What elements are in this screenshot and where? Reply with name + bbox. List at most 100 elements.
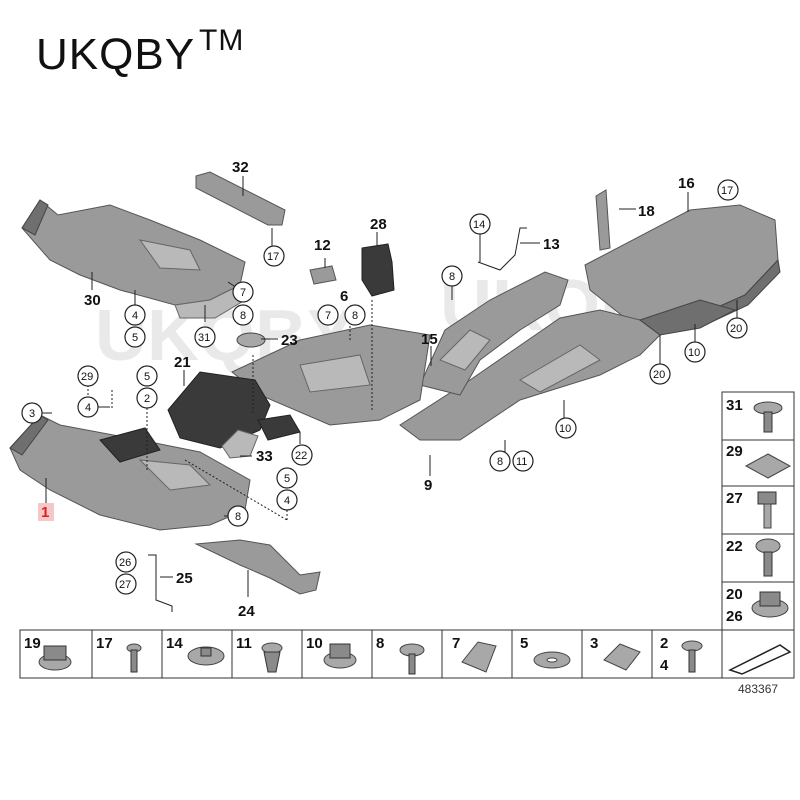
callout-1-highlight: [38, 503, 54, 521]
callout-2-a: 2: [144, 393, 150, 405]
brand-name: UKQBY: [36, 30, 196, 79]
part-23-grommet: [236, 332, 266, 348]
nut-20-icon: [751, 591, 789, 618]
bottom-legend-17: 17: [96, 635, 113, 652]
bottom-legend-2: 2: [660, 635, 668, 652]
rivet-22-icon: [755, 538, 781, 577]
part-32-strip: [195, 171, 286, 226]
side-legend-22: 22: [726, 538, 743, 555]
callout-8-e: 8: [497, 456, 503, 468]
stud-8-icon: [399, 643, 425, 675]
callout-8-a: 8: [449, 271, 455, 283]
side-legend-20: 20: [726, 586, 743, 603]
callout-5-b: 5: [144, 371, 150, 383]
clip-3-icon: [603, 643, 641, 671]
trademark-mark: TM: [199, 24, 245, 57]
callout-25: 25: [176, 570, 193, 587]
callout-9: 9: [424, 477, 432, 494]
clip-11-icon: [261, 642, 283, 673]
callout-3-a: 3: [29, 408, 35, 420]
part-18-bracket: [595, 189, 611, 251]
direction-arrow-icon: [728, 644, 792, 675]
callout-8-d: 8: [235, 511, 241, 523]
washer-14-icon: [187, 646, 225, 666]
callout-16: 16: [678, 175, 695, 192]
clip-7-icon: [461, 641, 497, 673]
bottom-legend-8: 8: [376, 635, 384, 652]
callout-23: 23: [281, 332, 298, 349]
bottom-legend-7: 7: [452, 635, 460, 652]
part-28-block: [361, 243, 395, 297]
callout-33: 33: [256, 448, 273, 465]
clip-31-icon: [753, 401, 783, 433]
callout-4-b: 4: [85, 402, 91, 414]
washer-5-icon: [533, 651, 571, 669]
callout-5-c: 5: [284, 473, 290, 485]
screw-2-icon: [681, 640, 703, 673]
callout-11-a: 11: [516, 456, 527, 468]
callout-10-b: 10: [559, 423, 571, 435]
callout-7-b: 7: [325, 310, 331, 322]
bottom-legend-14: 14: [166, 635, 183, 652]
callout-14-a: 14: [473, 219, 485, 231]
side-legend: 31 29 27 22 20 26: [721, 391, 795, 679]
callout-17-a: 17: [721, 185, 733, 197]
callout-17-b: 17: [267, 251, 279, 263]
callout-26-a: 26: [119, 557, 131, 569]
callout-31-a: 31: [198, 332, 210, 344]
side-legend-31: 31: [726, 397, 743, 414]
part-30-shield: [21, 199, 246, 319]
callout-labels: 32 16 17 18 14 13 28 12 30 17 8 7 4 8 5 …: [21, 159, 748, 620]
callout-20-a: 20: [730, 323, 742, 335]
part-25-bracket: [148, 554, 173, 612]
reference-number: 483367: [738, 682, 779, 696]
nut-19-icon: [38, 645, 72, 671]
side-legend-27: 27: [726, 490, 743, 507]
nut-10-icon: [323, 643, 357, 669]
clip-29-icon: [744, 453, 792, 479]
callout-1: 1: [41, 504, 49, 521]
callout-32: 32: [232, 159, 249, 176]
part-33-bracket: [221, 429, 259, 459]
bottom-legend-10: 10: [306, 635, 323, 652]
bottom-legend-4: 4: [660, 657, 669, 674]
bottom-legend-11: 11: [236, 635, 252, 652]
callout-27-a: 27: [119, 579, 131, 591]
part-6-center-panel: [231, 324, 431, 426]
part-15-tunnel-cover: [419, 271, 569, 396]
bottom-legend: 19 17 14 11 10 8 7 5 3 2 4: [19, 629, 723, 679]
callout-30: 30: [84, 292, 101, 309]
callout-22-a: 22: [295, 450, 307, 462]
screw-17-icon: [126, 643, 142, 673]
part-12-pad: [309, 265, 337, 285]
callout-21: 21: [174, 354, 191, 371]
bottom-legend-19: 19: [24, 635, 41, 652]
callout-4-c: 4: [284, 495, 290, 507]
side-legend-26: 26: [726, 608, 743, 625]
callout-6: 6: [340, 288, 348, 305]
callout-8-b: 8: [240, 310, 246, 322]
part-21-pad: [167, 371, 301, 449]
part-24-bracket: [194, 539, 321, 595]
callout-13: 13: [543, 236, 560, 253]
bottom-legend-3: 3: [590, 635, 598, 652]
callout-12: 12: [314, 237, 331, 254]
part-1-front-shield: [9, 414, 251, 531]
callout-4-a: 4: [132, 310, 138, 322]
callout-20-b: 20: [653, 369, 665, 381]
callout-8-c: 8: [352, 310, 358, 322]
side-legend-29: 29: [726, 443, 743, 460]
bottom-legend-5: 5: [520, 635, 528, 652]
callout-24: 24: [238, 603, 255, 620]
callout-5-a: 5: [132, 332, 138, 344]
bolt-27-icon: [757, 491, 777, 529]
callout-7-a: 7: [240, 287, 246, 299]
callout-29-a: 29: [81, 371, 93, 383]
part-10-tunnel: [399, 299, 737, 441]
callout-18: 18: [638, 203, 655, 220]
callout-15: 15: [421, 331, 438, 348]
callout-28: 28: [370, 216, 387, 233]
part-13-bracket: [477, 227, 527, 271]
